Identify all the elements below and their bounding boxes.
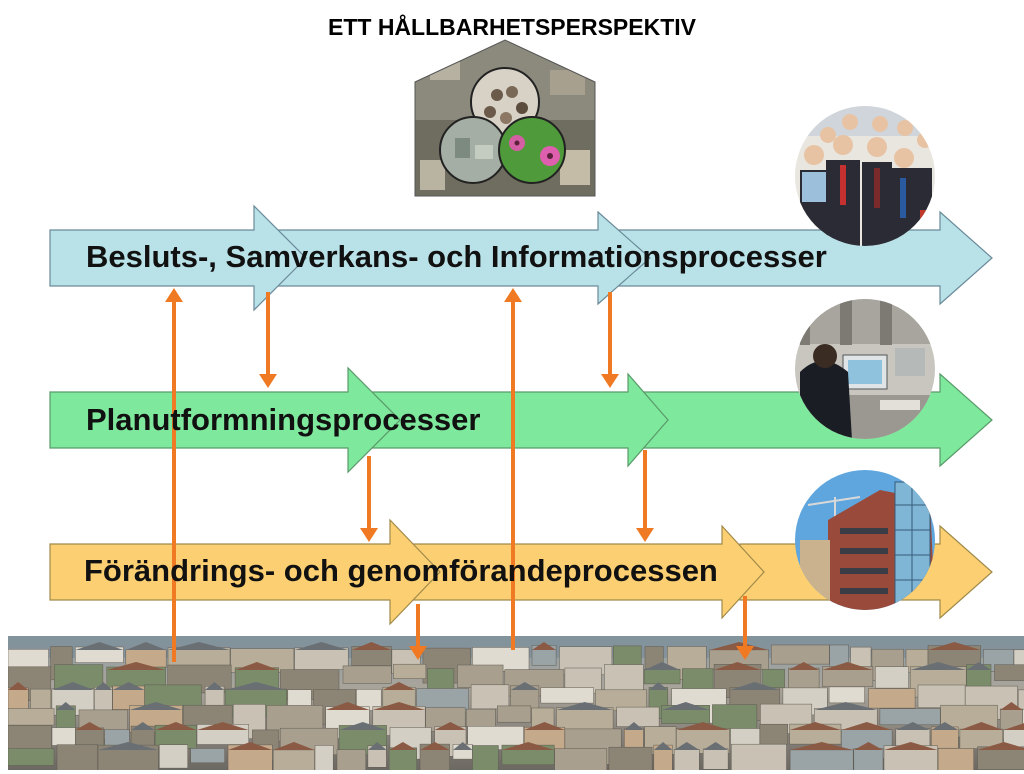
up-arrow-left — [165, 288, 183, 662]
process-label-planning: Planutformningsprocesser — [86, 402, 481, 437]
house-venn-photo-icon — [414, 39, 596, 197]
down-arrow-2 — [601, 292, 619, 388]
process-label-implementation: Förändrings- och genomförandeprocessen — [84, 553, 718, 588]
up-arrow-center — [504, 288, 522, 650]
office-workers-photo — [795, 299, 935, 439]
city-skyline-photo — [8, 636, 1024, 770]
process-label-decision: Besluts-, Samverkans- och Informationspr… — [86, 239, 827, 274]
building-photo — [795, 470, 935, 610]
down-arrow-1 — [259, 292, 277, 388]
down-arrow-3 — [360, 456, 378, 542]
down-arrow-5 — [409, 604, 427, 660]
down-arrow-4 — [636, 450, 654, 542]
connector-arrows — [165, 288, 754, 662]
down-arrow-6 — [736, 596, 754, 660]
diagram-title: ETT HÅLLBARHETSPERSPEKTIV — [327, 14, 697, 40]
process-row-planning — [49, 366, 993, 474]
process-row-decision — [49, 204, 993, 312]
